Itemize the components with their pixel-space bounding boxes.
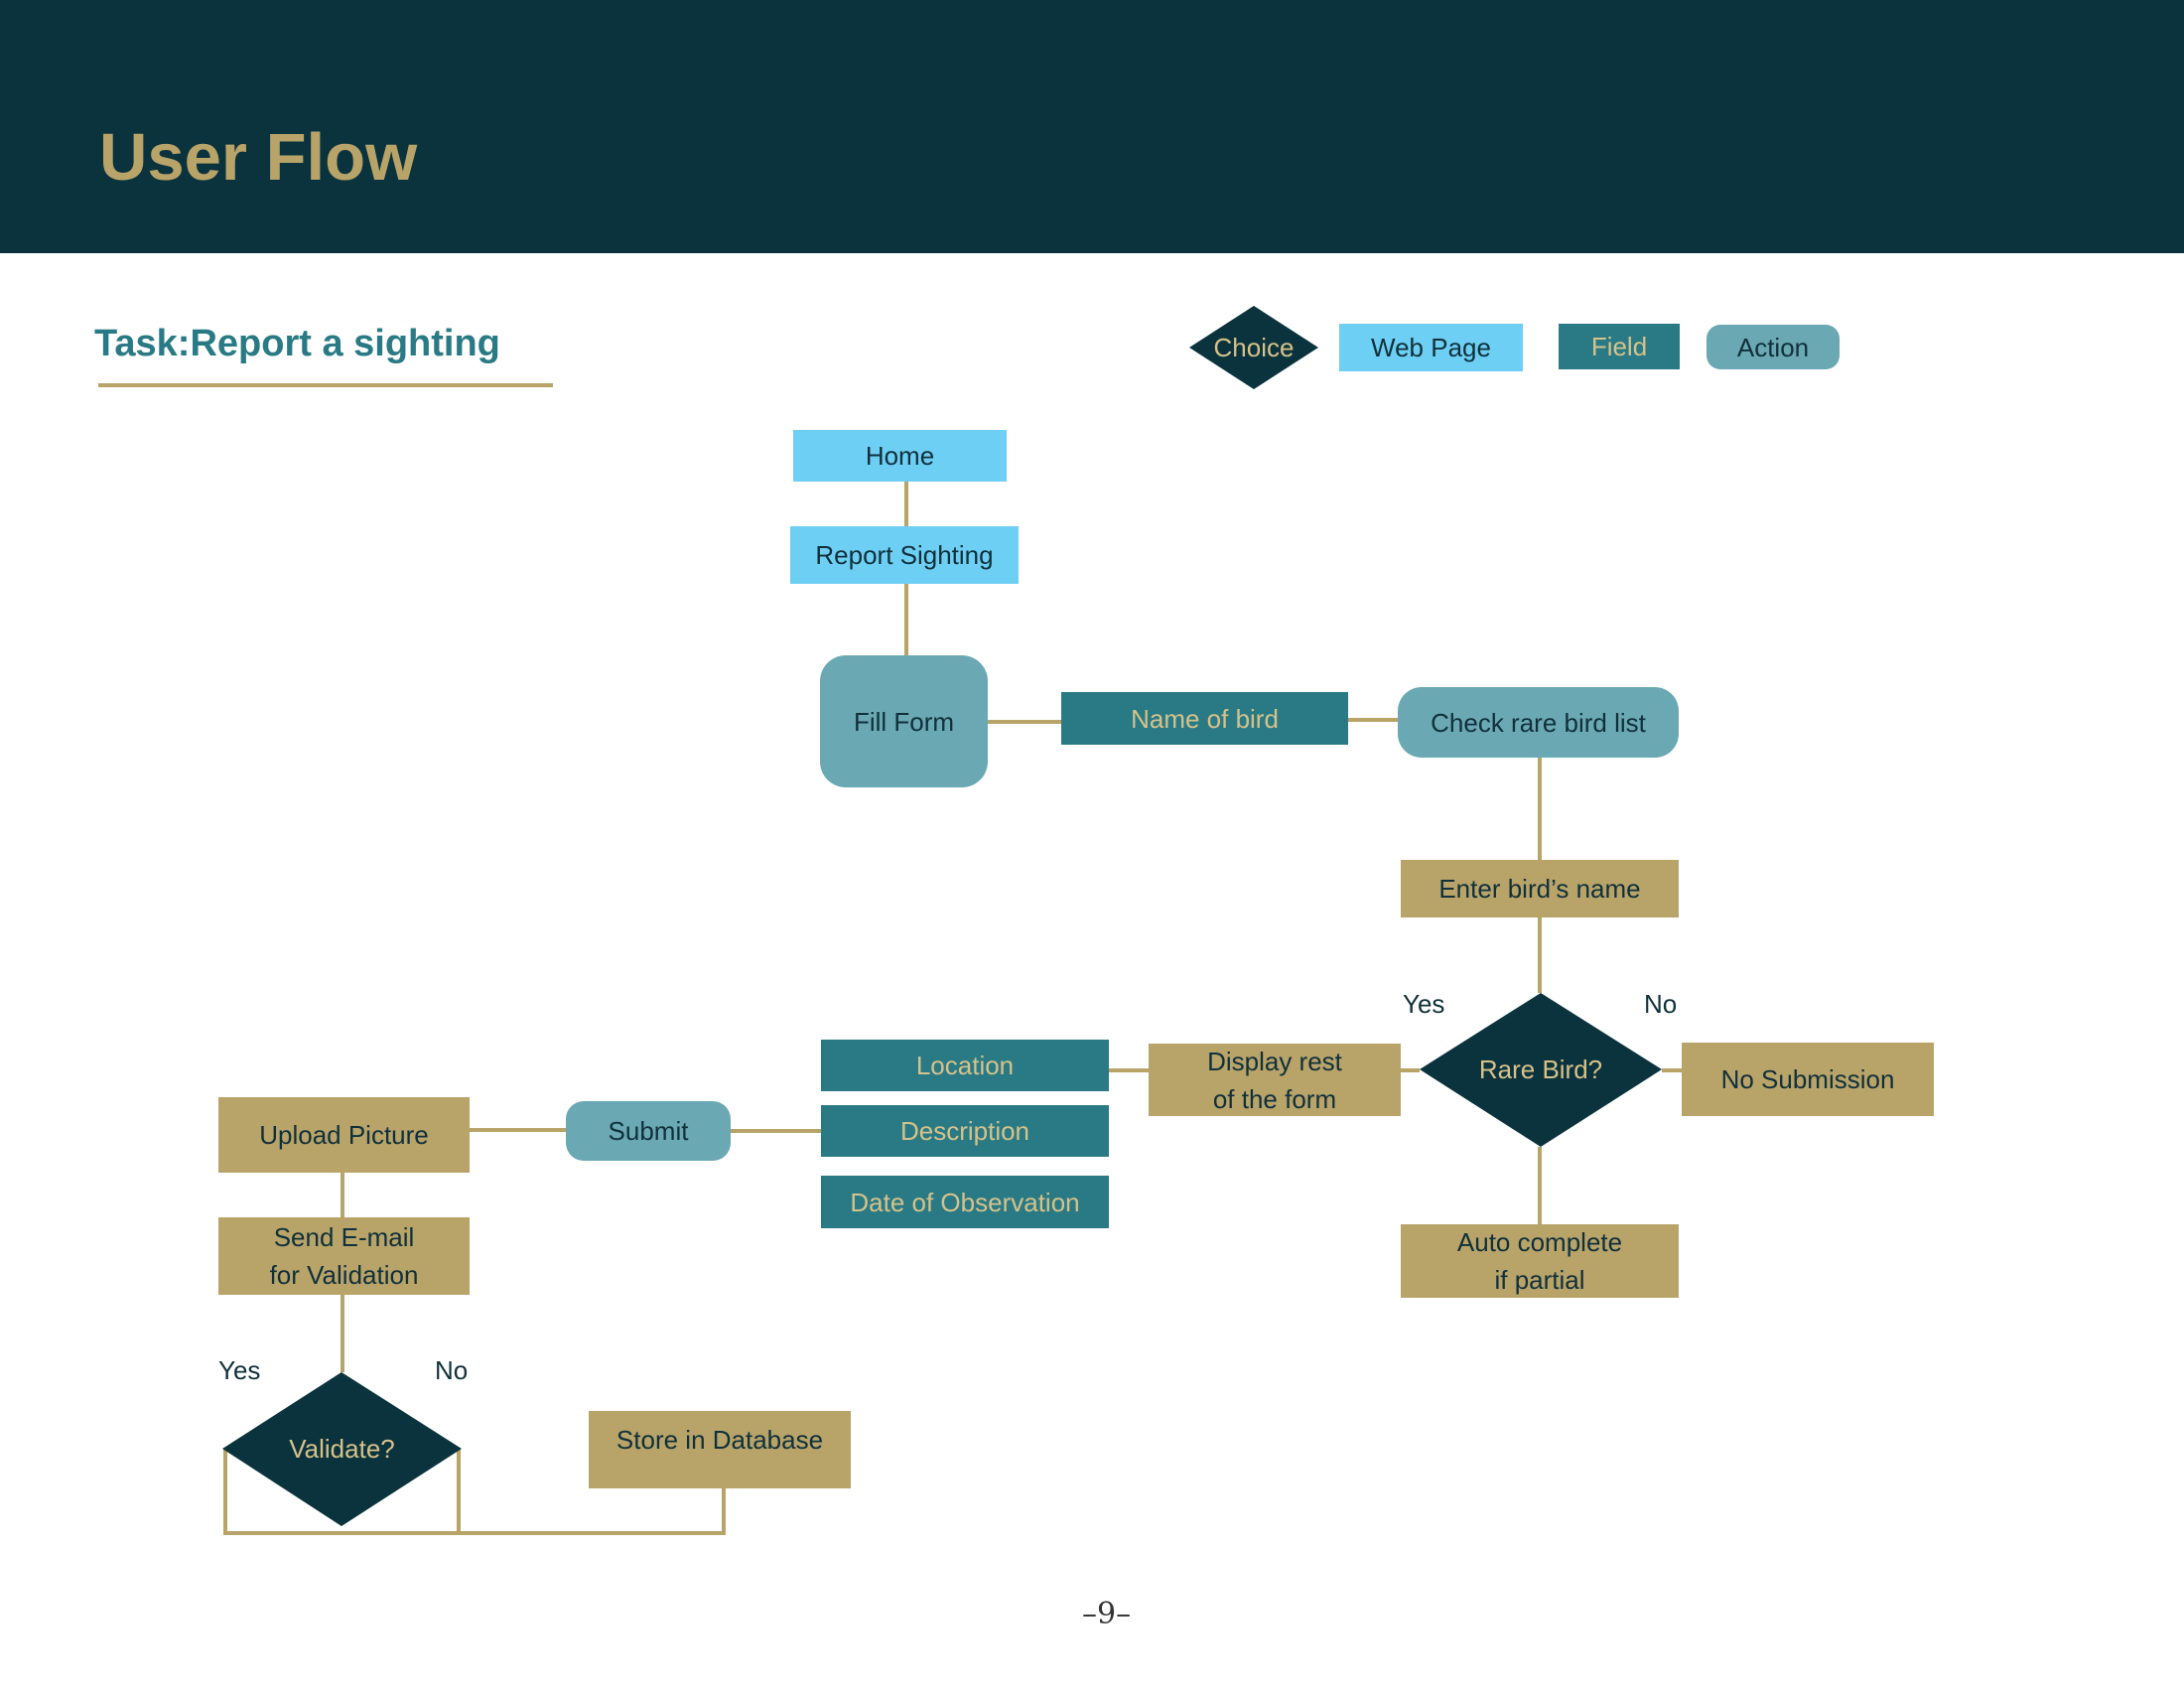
legend-web-page-label: Web Page <box>1371 333 1491 362</box>
validate-no-label: No <box>435 1355 469 1385</box>
task-underline <box>98 383 553 387</box>
legend-field: Field <box>1559 324 1680 369</box>
node-store-in-database: Store in Database <box>589 1411 851 1488</box>
task-title: Task:Report a sighting <box>94 323 500 364</box>
node-fill-form: Fill Form <box>820 655 988 787</box>
node-auto-complete: Auto complete if partial <box>1401 1224 1679 1298</box>
node-location: Location <box>821 1040 1109 1091</box>
node-enter-birds-name: Enter bird’s name <box>1401 860 1679 917</box>
page-title: User Flow <box>99 120 418 195</box>
node-rare-bird-choice: Rare Bird? <box>1420 993 1662 1147</box>
legend-web-page: Web Page <box>1339 324 1523 371</box>
header-banner: User Flow <box>0 0 2184 253</box>
node-submit: Submit <box>566 1101 731 1161</box>
rare-bird-yes-label: Yes <box>1403 989 1445 1019</box>
node-display-rest-of-form: Display rest of the form <box>1149 1044 1401 1116</box>
node-home: Home <box>793 430 1007 482</box>
legend-choice: Choice <box>1189 306 1318 389</box>
legend-action: Action <box>1706 325 1840 369</box>
legend-action-label: Action <box>1736 332 1810 362</box>
node-no-submission: No Submission <box>1682 1043 1934 1116</box>
node-description: Description <box>821 1105 1109 1157</box>
page-number: –9– <box>1082 1597 1132 1631</box>
node-name-of-bird: Name of bird <box>1061 692 1348 745</box>
node-send-email: Send E-mail for Validation <box>218 1217 470 1295</box>
node-report-sighting: Report Sighting <box>790 526 1019 584</box>
node-validate-choice: Validate? <box>222 1372 462 1526</box>
connector-validate-loop <box>223 1448 726 1535</box>
rare-bird-no-label: No <box>1644 989 1678 1019</box>
node-check-rare-bird-list: Check rare bird list <box>1398 687 1679 758</box>
node-upload-picture: Upload Picture <box>218 1097 470 1173</box>
validate-yes-label: Yes <box>218 1355 261 1385</box>
node-date-of-observation: Date of Observation <box>821 1176 1109 1228</box>
legend-field-label: Field <box>1590 332 1648 361</box>
legend-choice-label: Choice <box>1213 332 1295 362</box>
